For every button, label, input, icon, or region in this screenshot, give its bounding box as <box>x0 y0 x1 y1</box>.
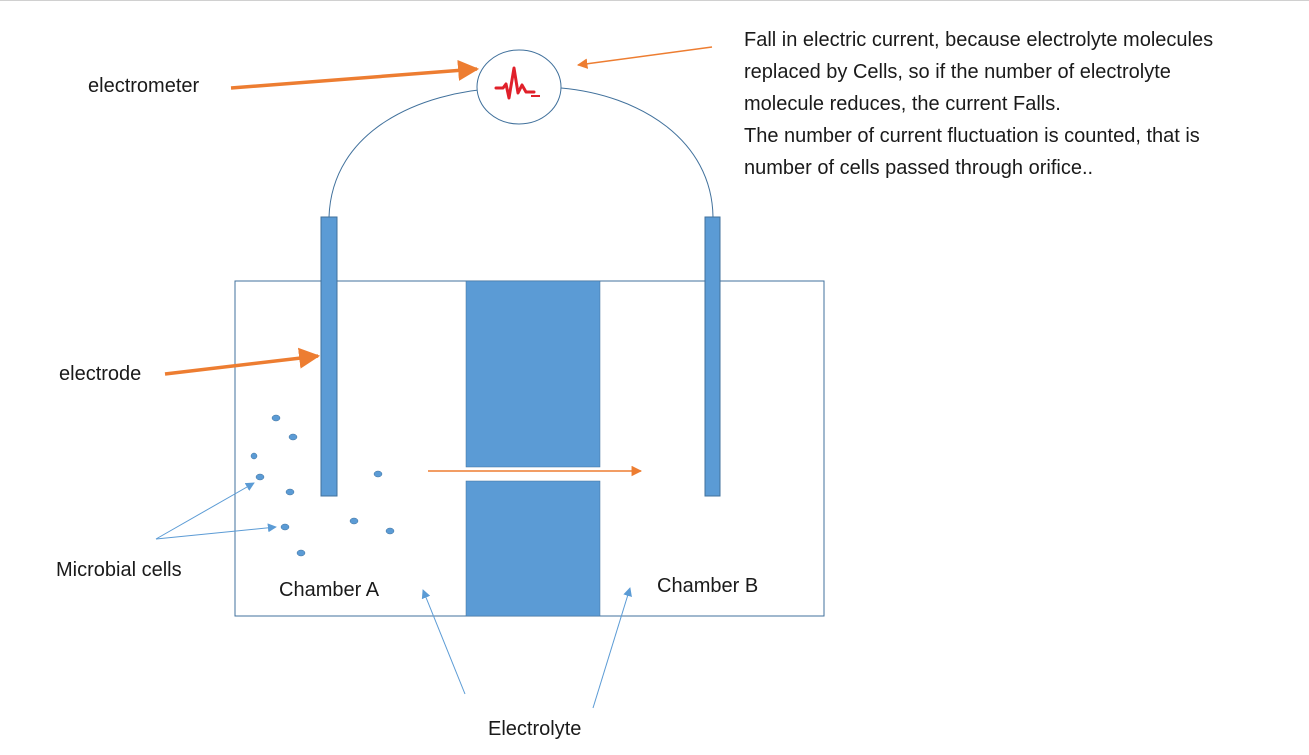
description-line: Fall in electric current, because electr… <box>744 29 1214 51</box>
pulse-signal-icon <box>494 66 536 100</box>
electrode-left <box>320 216 338 497</box>
wire-left <box>328 87 501 218</box>
description-line: molecule reduces, the current Falls. <box>744 93 1061 115</box>
electrometer-circle <box>476 49 562 125</box>
cell <box>255 473 265 481</box>
chamber-b-label: Chamber B <box>657 575 759 597</box>
cell <box>280 523 290 531</box>
cells-pointer-arrow-upper <box>155 482 255 540</box>
cell <box>250 452 258 460</box>
top-border <box>0 0 1309 1</box>
microbial-cells <box>250 414 395 557</box>
cell <box>385 527 395 535</box>
electrometer-label: electrometer <box>88 75 200 97</box>
microbial-cells-label: Microbial cells <box>56 559 182 581</box>
cells-pointer-arrow-lower <box>155 523 277 540</box>
electrode-pointer-arrow <box>164 347 321 376</box>
partition-upper <box>465 280 601 468</box>
description-line: The number of current fluctuation is cou… <box>744 125 1200 147</box>
description-text: Fall in electric current, because electr… <box>744 24 1304 184</box>
partition-lower <box>465 480 601 617</box>
electrolyte-pointer-arrow-a <box>421 589 466 695</box>
cell <box>285 488 295 496</box>
cell <box>349 517 359 525</box>
cell <box>373 470 383 478</box>
description-pointer-arrow <box>576 46 713 69</box>
chamber-a-label: Chamber A <box>279 579 380 601</box>
electrolyte-pointer-arrow-b <box>592 587 632 709</box>
electrometer-pointer-arrow <box>230 59 480 90</box>
electrolyte-label: Electrolyte <box>488 718 582 740</box>
wire-right <box>560 87 714 218</box>
cell <box>296 549 306 557</box>
cell <box>271 414 281 422</box>
electrode-label: electrode <box>59 363 142 385</box>
electrode-right <box>704 216 721 497</box>
description-line: replaced by Cells, so if the number of e… <box>744 61 1171 83</box>
cell <box>288 433 298 441</box>
description-line: number of cells passed through orifice.. <box>744 157 1094 179</box>
